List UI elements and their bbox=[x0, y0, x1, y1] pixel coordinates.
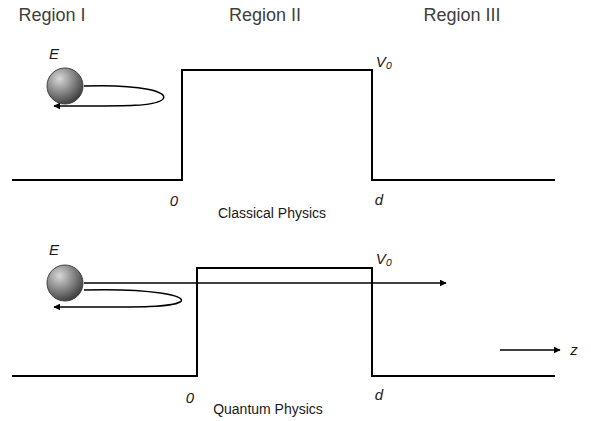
position-label: d bbox=[375, 192, 383, 209]
region-label: Region II bbox=[229, 6, 301, 26]
potential-barrier bbox=[12, 70, 555, 180]
axis-label: z bbox=[570, 342, 578, 359]
position-label: 0 bbox=[186, 390, 194, 407]
energy-label: E bbox=[49, 46, 59, 63]
region-label: Region III bbox=[423, 6, 500, 26]
caption-label: Quantum Physics bbox=[213, 402, 323, 417]
position-label: d bbox=[375, 387, 383, 404]
potential-label: V₀ bbox=[376, 54, 392, 71]
particle-ball bbox=[47, 265, 83, 301]
reflection-arrow bbox=[54, 290, 182, 307]
potential-label: V₀ bbox=[376, 251, 392, 268]
axis-arrow bbox=[500, 349, 560, 351]
transmission-arrow bbox=[84, 282, 446, 284]
caption-label: Classical Physics bbox=[218, 206, 326, 221]
reflection-arrow bbox=[54, 86, 164, 106]
region-label: Region I bbox=[18, 6, 85, 26]
potential-barrier bbox=[12, 268, 555, 376]
particle-ball bbox=[47, 68, 83, 104]
energy-label: E bbox=[49, 242, 59, 259]
position-label: 0 bbox=[170, 193, 178, 210]
